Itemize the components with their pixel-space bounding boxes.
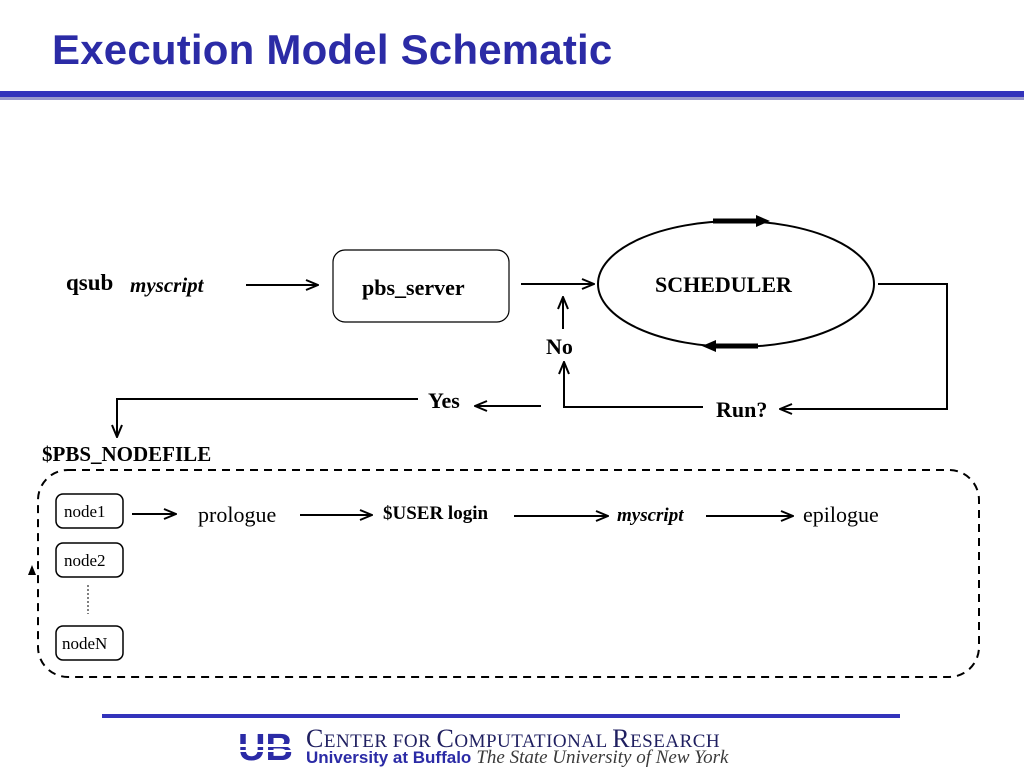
nodeN-box — [55, 625, 124, 661]
pbs-server-label: pbs_server — [362, 275, 465, 300]
region-marker — [28, 565, 36, 575]
arrow-run-to-no — [564, 362, 703, 408]
prologue-label: prologue — [198, 502, 277, 527]
title-rule-shadow — [0, 97, 1024, 100]
arrow-yes-to-nodefile — [117, 398, 418, 437]
run-decision-label: Run? — [716, 397, 768, 422]
title-rule — [0, 91, 1024, 97]
node1-box — [55, 493, 124, 529]
ub-logo: UB — [236, 727, 300, 766]
epilogue-label: epilogue — [803, 502, 879, 527]
myscript-label: myscript — [617, 505, 684, 526]
qsub-argument: myscript — [130, 273, 204, 297]
node2-label: node2 — [64, 551, 106, 570]
qsub-command: qsub — [66, 270, 114, 295]
node2-box — [55, 542, 124, 578]
footer-rule — [102, 714, 900, 718]
yes-label: Yes — [428, 388, 460, 413]
execution-region — [37, 469, 980, 678]
arrow-scheduler-to-run — [780, 283, 948, 409]
university-name: University at Buffalo — [306, 748, 472, 767]
scheduler-label: SCHEDULER — [655, 272, 792, 297]
user-login-label: $USER login — [383, 503, 489, 524]
node1-label: node1 — [64, 502, 106, 521]
center-name: CENTER FOR COMPUTATIONAL RESEARCH — [306, 724, 721, 753]
no-label: No — [546, 334, 573, 359]
footer-branding: UB CENTER FOR COMPUTATIONAL RESEARCH Uni… — [236, 724, 796, 768]
cycle-arrowhead-top — [756, 215, 770, 227]
pbs-nodefile-label: $PBS_NODEFILE — [42, 442, 212, 466]
university-line: University at Buffalo The State Universi… — [306, 746, 728, 769]
pbs-server-box — [332, 249, 510, 323]
cycle-arrowhead-bottom — [702, 340, 716, 352]
state-university: The State University of New York — [476, 747, 729, 768]
nodeN-label: nodeN — [62, 634, 108, 653]
slide-title: Execution Model Schematic — [52, 26, 613, 73]
